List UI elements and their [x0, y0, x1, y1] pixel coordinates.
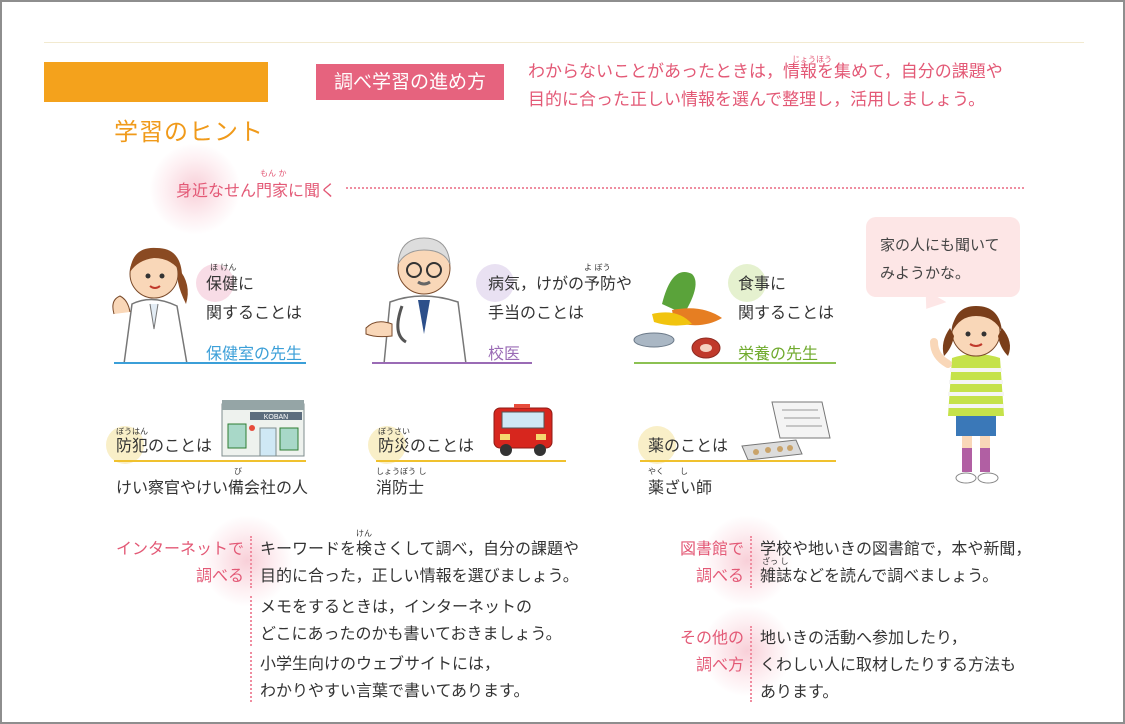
bubble-line-1: 家の人にも聞いて	[880, 236, 1000, 254]
ruby-zasshi: ざっ し	[762, 557, 789, 566]
library-label-line-2: 調べる	[695, 566, 744, 585]
hint-title: 学習のヒント	[114, 118, 264, 146]
fire-truck-illustration	[493, 404, 553, 456]
internet-divider-1	[250, 536, 252, 588]
internet-p2-line-1: メモをするときは，インターネットの	[260, 597, 533, 616]
ruby-shoubou: しょうぼう し	[376, 467, 427, 476]
other-label-line-1: その他の	[679, 628, 744, 647]
expert-5-line1: 防災のことは	[378, 436, 475, 455]
other-text: 地いきの活動へ参加したり， くわしい人に取材したりする方法も あります。	[760, 624, 1016, 705]
expert-3-underline	[634, 362, 836, 364]
expert-4-who: けい察官やけい備会社の人	[116, 478, 309, 497]
ruby-yakuzai: やく し	[648, 467, 688, 476]
ruby-senmon: もん か	[260, 169, 287, 178]
ruby-bousai: ぼうさい	[378, 427, 410, 436]
circle-marker-5	[368, 426, 406, 464]
library-text: 学校や地いきの図書館で，本や新聞， 雑誌などを読んで調べましょう。	[760, 535, 1031, 589]
internet-label-line-2: 調べる	[195, 566, 244, 585]
kouban-illustration: KOBAN	[221, 400, 305, 457]
ruby-ken: けん	[356, 529, 372, 538]
expert-5-underline	[376, 460, 566, 462]
speech-bubble: 家の人にも聞いて みようかな。	[866, 217, 1020, 297]
expert-4-line1: 防犯のことは	[116, 436, 213, 455]
expert-6-underline	[640, 460, 836, 462]
expert-6-line1: 薬のことは	[648, 436, 729, 455]
expert-3-line1: 食事に	[738, 274, 787, 293]
library-line-1: 学校や地いきの図書館で，本や新聞，	[760, 539, 1032, 558]
medicine-illustration	[741, 401, 831, 461]
ruby-bouhan: ぼうはん	[116, 427, 148, 436]
expert-1-underline	[114, 362, 306, 364]
internet-p1-line-2: 目的に合った，正しい情報を選びましょう。	[260, 566, 579, 585]
internet-paragraph-2: メモをするときは，インターネットの どこにあったのかも書いておきましょう。	[260, 593, 562, 647]
ruby-jouhou: じょうほう	[792, 55, 832, 64]
circle-marker-6	[638, 426, 676, 464]
expert-1-line1: 保健に	[206, 274, 255, 293]
intro-line-2: 目的に合った正しい情報を選んで整理し，活用しましょう。	[528, 90, 986, 110]
expert-2-line1: 病気，けがの予防や	[488, 274, 633, 293]
expert-6-who: 薬ざい師	[648, 478, 713, 497]
other-line-1: 地いきの活動へ参加したり，	[760, 628, 967, 647]
internet-divider-2	[250, 596, 252, 646]
expert-3-line2: 関することは	[738, 303, 835, 322]
dotted-leader	[346, 187, 1024, 189]
section-glow	[150, 144, 240, 234]
ruby-bi: び	[234, 467, 242, 476]
orange-header-bar	[44, 62, 268, 102]
internet-p3-line-2: わかりやすい言葉で書いてあります。	[260, 681, 530, 700]
ruby-yobou: よ ぼう	[584, 263, 611, 272]
experts-heading: 身近なせん門家に聞く	[176, 181, 337, 200]
ruby-hoken: ほ けん	[210, 263, 237, 272]
expert-2-underline	[372, 362, 532, 364]
internet-p2-line-2: どこにあったのかも書いておきましょう。	[260, 624, 562, 643]
library-label: 図書館で 調べる	[662, 535, 744, 589]
food-illustration	[633, 272, 722, 359]
other-line-2: くわしい人に取材したりする方法も	[760, 655, 1017, 674]
internet-paragraph-1: キーワードを検さくして調べ，自分の課題や 目的に合った，正しい情報を選びましょう…	[260, 535, 579, 589]
intro-text: わからないことがあったときは，情報を集めて，自分の課題や 目的に合った正しい情報…	[528, 58, 1068, 114]
other-divider	[750, 626, 752, 702]
expert-3-who: 栄養の先生	[738, 344, 819, 363]
internet-paragraph-3: 小学生向けのウェブサイトには， わかりやすい言葉で書いてあります。	[260, 650, 529, 704]
library-glow	[702, 516, 792, 606]
research-steps-badge: 調べ学習の進め方	[316, 64, 504, 100]
internet-label: インターネットで 調べる	[102, 535, 244, 589]
internet-divider-3	[250, 652, 252, 702]
top-rule	[44, 42, 1084, 43]
other-glow	[702, 606, 792, 696]
expert-1-line2: 関することは	[206, 303, 303, 322]
other-line-3: あります。	[760, 682, 839, 701]
circle-marker-3	[728, 264, 766, 302]
circle-marker-2	[476, 264, 514, 302]
internet-label-line-1: インターネットで	[115, 539, 244, 558]
expert-2-who: 校医	[488, 344, 521, 363]
circle-marker-4	[106, 426, 144, 464]
doctor-illustration	[365, 237, 467, 364]
other-label-line-2: 調べ方	[695, 655, 744, 674]
library-line-2: 雑誌などを読んで調べましょう。	[760, 566, 999, 585]
circle-marker-1	[196, 264, 234, 302]
other-label: その他の 調べ方	[662, 624, 744, 678]
internet-p1-line-1: キーワードを検さくして調べ，自分の課題や	[260, 539, 580, 558]
nurse-illustration	[112, 247, 188, 364]
expert-2-line2: 手当のことは	[488, 303, 585, 322]
expert-1-who: 保健室の先生	[206, 344, 303, 363]
bubble-line-2: みようかな。	[880, 264, 971, 282]
girl-illustration	[930, 306, 1010, 484]
internet-glow	[202, 516, 292, 606]
internet-p3-line-1: 小学生向けのウェブサイトには，	[260, 654, 501, 673]
expert-4-underline	[114, 460, 306, 462]
intro-line-1: わからないことがあったときは，情報を集めて，自分の課題や	[528, 62, 1003, 82]
library-divider	[750, 536, 752, 588]
kouban-sign-text: KOBAN	[264, 414, 289, 421]
library-label-line-1: 図書館で	[679, 539, 744, 558]
expert-5-who: 消防士	[376, 478, 425, 497]
